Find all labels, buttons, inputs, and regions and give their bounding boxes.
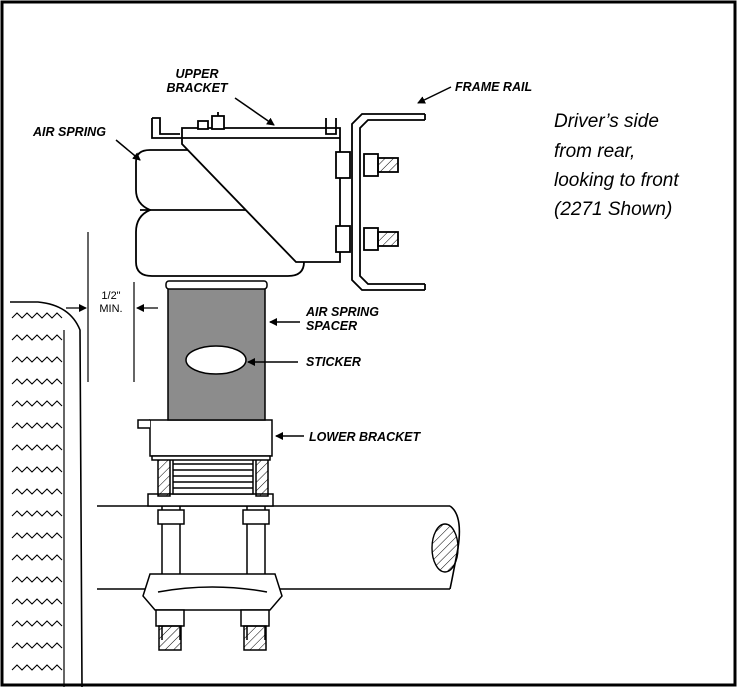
tread-row xyxy=(11,444,63,451)
tread-row xyxy=(11,356,63,363)
tread-row xyxy=(11,554,63,561)
label-frame-rail: FRAME RAIL xyxy=(455,80,532,94)
label-air-spring-spacer-1: AIR SPRING xyxy=(305,305,379,319)
label-sticker: STICKER xyxy=(306,355,361,369)
sticker xyxy=(185,345,247,375)
caption-line-2: from rear, xyxy=(554,141,635,162)
tread-row xyxy=(11,466,63,473)
tire xyxy=(10,301,83,687)
caption: Driver’s side from rear, looking to fron… xyxy=(554,111,679,220)
label-air-spring-spacer-2: SPACER xyxy=(306,319,357,333)
tread-row xyxy=(11,620,63,627)
tread-row xyxy=(11,422,63,429)
label-air-spring: AIR SPRING xyxy=(32,125,106,139)
label-upper-bracket-2: BRACKET xyxy=(166,81,228,95)
tread-row xyxy=(11,576,63,583)
u-bolt-assembly xyxy=(142,505,283,651)
lower-bracket-assembly xyxy=(137,419,274,507)
tread-row xyxy=(11,400,63,407)
tread-row xyxy=(11,532,63,539)
caption-line-3: looking to front xyxy=(554,170,679,191)
tread-row xyxy=(11,334,63,341)
frame-rail xyxy=(335,113,426,291)
tread-row xyxy=(11,378,63,385)
tread-row xyxy=(11,488,63,495)
tread-row xyxy=(11,598,63,605)
tread-row xyxy=(11,312,63,319)
dimension-qualifier: MIN. xyxy=(99,303,122,315)
air-spring-spacer xyxy=(165,280,268,421)
caption-line-4: (2271 Shown) xyxy=(554,199,672,220)
tire-tread xyxy=(11,312,63,671)
label-lower-bracket: LOWER BRACKET xyxy=(309,430,421,444)
tread-row xyxy=(11,510,63,517)
dimension-value: 1/2" xyxy=(101,290,120,302)
label-upper-bracket-1: UPPER xyxy=(175,67,218,81)
clearance-dimension xyxy=(66,232,158,382)
tread-row xyxy=(11,664,63,671)
leader-lines xyxy=(115,86,452,440)
tread-row xyxy=(11,642,63,649)
caption-line-1: Driver’s side xyxy=(554,111,659,132)
upper-bracket xyxy=(151,112,341,263)
